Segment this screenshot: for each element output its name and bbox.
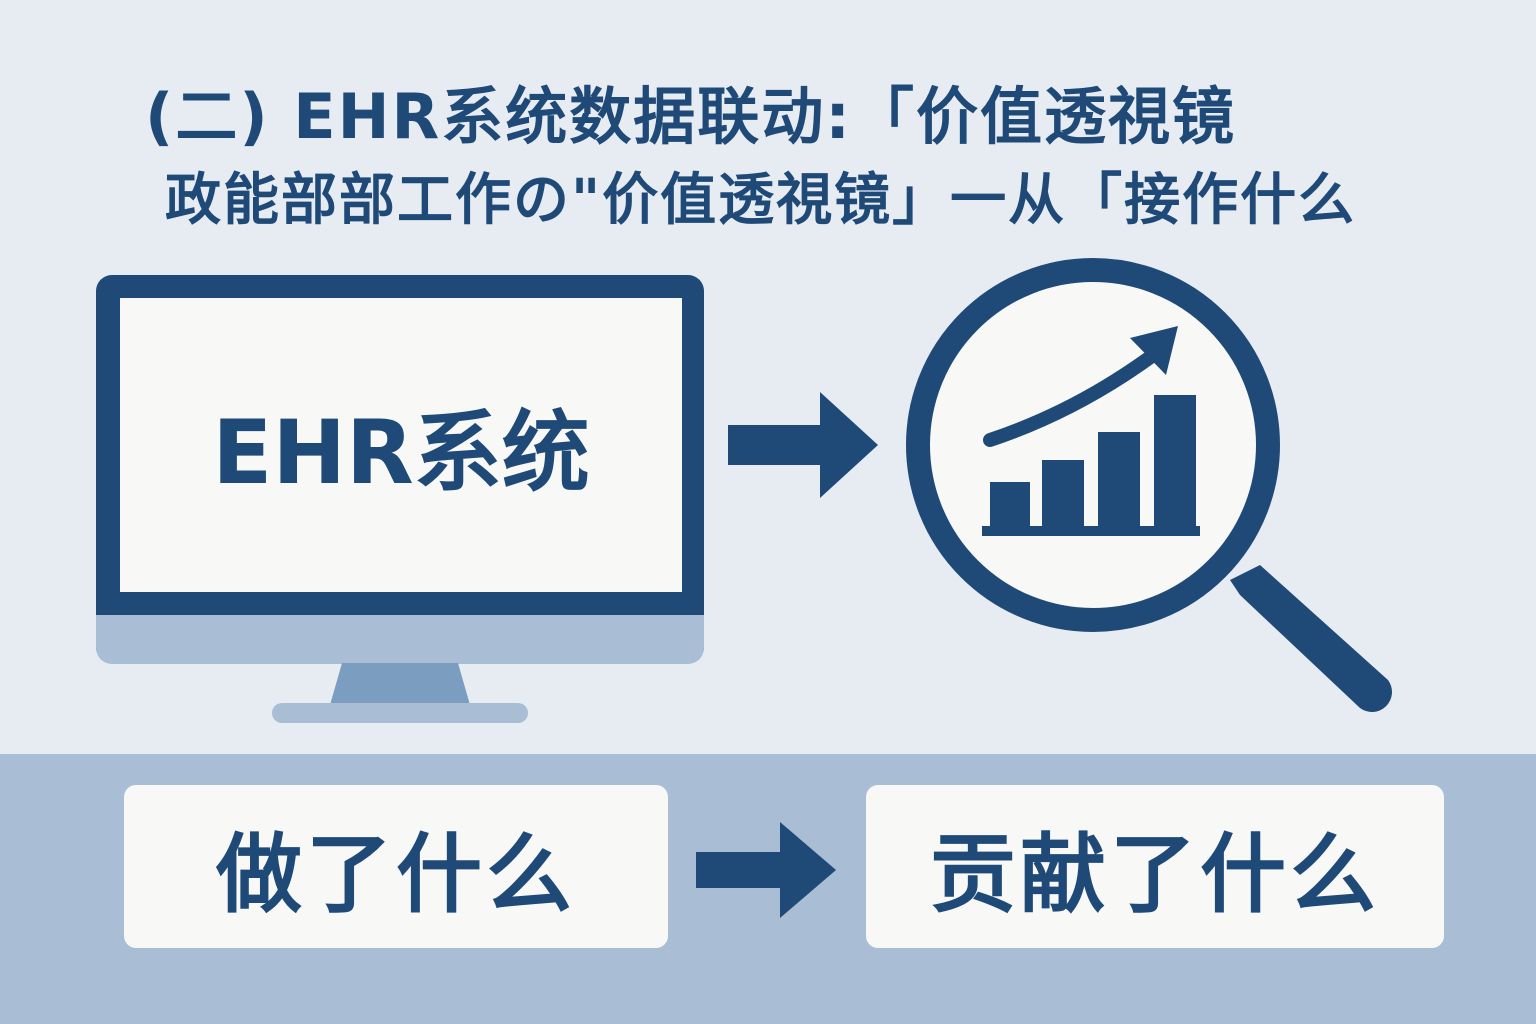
title-line-2: 政能部部工作の"价值透視镜」一从「接作什么 — [165, 168, 1357, 233]
flow-from-box: 做了什么 — [124, 785, 668, 948]
arrow-right-small-icon — [696, 822, 836, 918]
monitor-icon — [96, 275, 704, 723]
flow-to-box: 贡献了什么 — [866, 785, 1444, 948]
magnifier-chart-icon — [906, 258, 1393, 713]
arrow-right-icon — [728, 392, 878, 498]
monitor-label: EHR系统 — [212, 400, 590, 504]
title-line-1: (二) EHR系统数据联动:「价值透視镜 — [145, 80, 1237, 153]
